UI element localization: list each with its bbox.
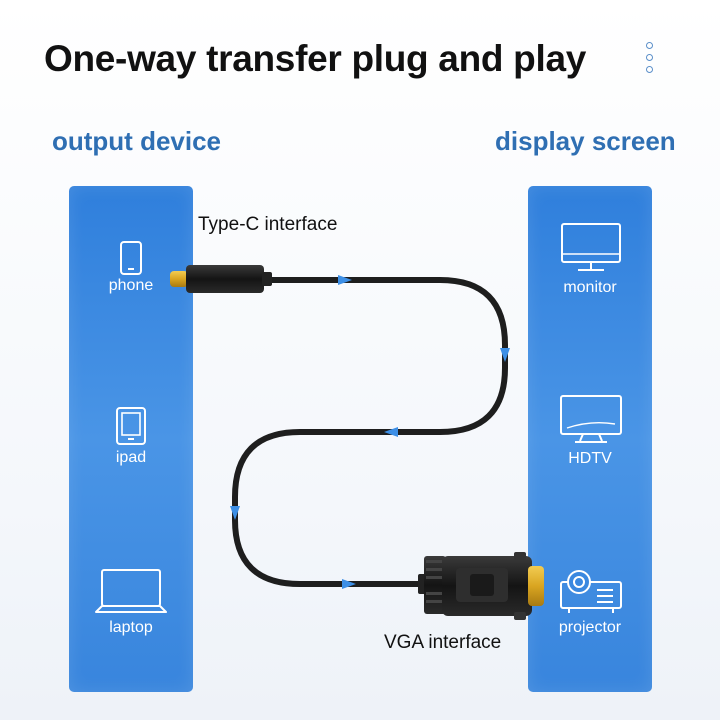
laptop-label: laptop bbox=[109, 619, 153, 636]
output-device-heading: output device bbox=[52, 126, 222, 156]
hdtv-label: HDTV bbox=[568, 450, 612, 467]
cable-wire bbox=[232, 277, 508, 587]
vga-interface-label: VGA interface bbox=[384, 632, 502, 653]
ipad-label: ipad bbox=[115, 449, 147, 466]
monitor-icon bbox=[561, 223, 621, 271]
arrow-left-icon bbox=[384, 427, 398, 437]
pagination-dot[interactable] bbox=[646, 42, 653, 49]
vga-connector bbox=[418, 552, 544, 620]
tv-icon bbox=[560, 395, 622, 443]
laptop-icon bbox=[95, 569, 167, 613]
phone-label: phone bbox=[108, 277, 154, 294]
phone-icon bbox=[120, 241, 142, 275]
arrow-down-icon bbox=[230, 506, 240, 520]
arrow-down-icon bbox=[500, 348, 510, 362]
pagination-dot[interactable] bbox=[646, 54, 653, 61]
projector-label: projector bbox=[558, 619, 622, 636]
display-screen-heading: display screen bbox=[495, 126, 676, 156]
pagination-dots[interactable] bbox=[644, 42, 656, 78]
page-title: One-way transfer plug and play bbox=[44, 38, 587, 79]
projector-icon bbox=[560, 570, 622, 613]
pagination-dot[interactable] bbox=[646, 66, 653, 73]
monitor-label: monitor bbox=[563, 279, 617, 296]
output-device-panel: phone ipad laptop bbox=[69, 186, 193, 692]
type-c-interface-label: Type-C interface bbox=[198, 214, 338, 235]
arrow-right-icon bbox=[338, 275, 352, 285]
type-c-connector bbox=[170, 265, 272, 293]
arrow-right-icon bbox=[342, 579, 356, 589]
tablet-icon bbox=[116, 407, 146, 445]
display-screen-panel: monitor HDTV projector bbox=[528, 186, 652, 692]
